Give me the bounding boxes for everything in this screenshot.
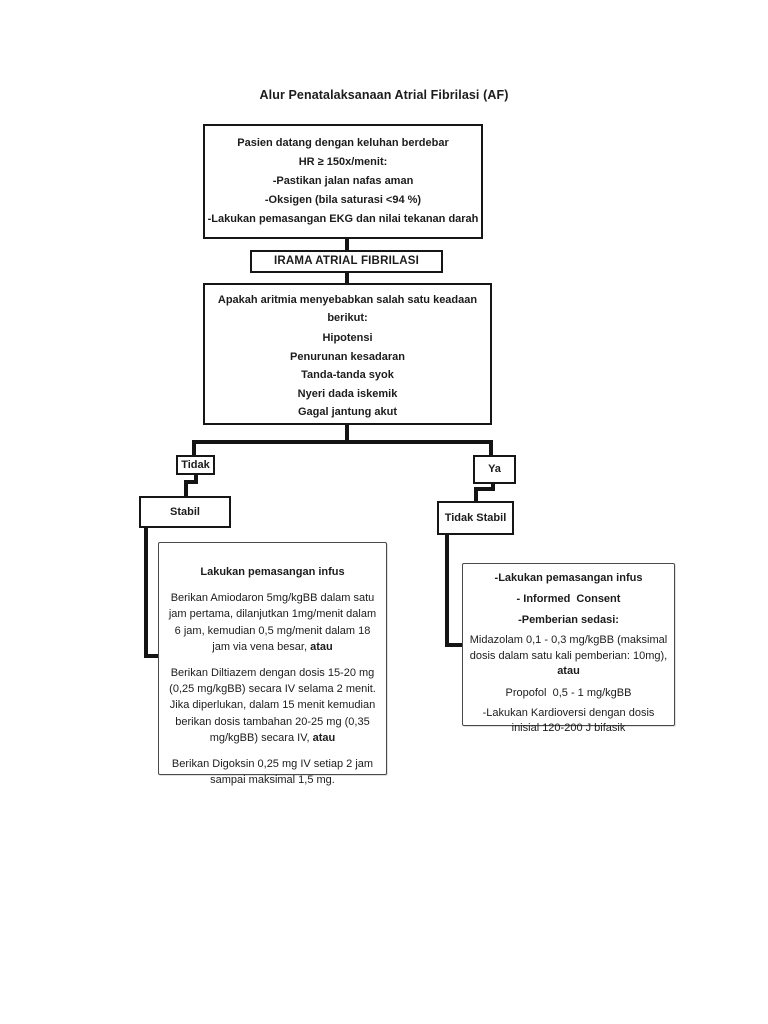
assessment-box: Apakah aritmia menyebabkan salah satu ke… [203, 283, 492, 425]
propofol-line: Propofol 0,5 - 1 mg/kgBB [505, 686, 632, 699]
amiodarone-paragraph: Berikan Amiodaron 5mg/kgBB dalam satu ja… [168, 592, 377, 654]
connector-no-to-stable [194, 474, 198, 484]
presentation-line: -Oksigen (bila saturasi <94 %) [264, 194, 422, 206]
stable-box: Stabil [139, 496, 231, 528]
unstable-box: Tidak Stabil [437, 501, 514, 535]
connector-branch-drop-yes [489, 440, 493, 456]
connector-branch-bar [192, 440, 493, 444]
presentation-line: -Pastikan jalan nafas aman [272, 175, 414, 187]
digoxin-paragraph: Berikan Digoksin 0,25 mg IV setiap 2 jam… [171, 757, 374, 787]
presentation-box: Pasien datang dengan keluhan berdebar HR… [203, 124, 483, 239]
connector-unstable-to-treatment [445, 535, 449, 647]
condition-item: Penurunan kesadaran [290, 350, 405, 363]
condition-item: Tanda-tanda syok [301, 369, 394, 382]
stable-treatment-box: Lakukan pemasangan infus Berikan Amiodar… [158, 542, 387, 786]
page-title: Alur Penatalaksanaan Atrial Fibrilasi (A… [259, 88, 509, 102]
connector-no-to-stable [184, 480, 198, 484]
connector-yes-to-unstable [474, 487, 478, 502]
unstable-step: -Pemberian sedasi: [518, 614, 619, 626]
diltiazem-paragraph: Berikan Diltiazem dengan dosis 15-20 mg … [169, 666, 376, 745]
unstable-treatment-box: -Lakukan pemasangan infus - Informed Con… [462, 563, 675, 734]
connector-stable-to-treatment [144, 527, 148, 658]
condition-item: Hipotensi [322, 332, 373, 344]
stable-treatment-heading: Lakukan pemasangan infus [200, 566, 345, 578]
cardioversion-paragraph: -Lakukan Kardioversi dengan dosis inisia… [482, 706, 655, 735]
connector-yes-to-unstable [474, 487, 495, 491]
presentation-line: -Lakukan pemasangan EKG dan nilai tekana… [207, 213, 479, 225]
presentation-line: Pasien datang dengan keluhan berdebar [237, 137, 449, 149]
rhythm-box: IRAMA ATRIAL FIBRILASI [250, 250, 443, 273]
connector-branch-drop-no [192, 440, 196, 456]
presentation-line: HR ≥ 150x/menit: [298, 156, 388, 168]
midazolam-paragraph: Midazolam 0,1 - 0,3 mg/kgBB (maksimal do… [469, 634, 668, 678]
connector-no-to-stable [184, 480, 188, 497]
connector-branch-stem [345, 424, 349, 443]
connector-rhythm-to-assessment [345, 272, 349, 284]
connector-stable-to-treatment [144, 654, 159, 658]
decision-no-box: Tidak [176, 455, 215, 475]
connector-unstable-to-treatment [445, 643, 463, 647]
decision-yes-box: Ya [473, 455, 516, 484]
condition-item: Nyeri dada iskemik [297, 387, 398, 400]
unstable-step: -Lakukan pemasangan infus [494, 572, 643, 584]
connector-presentation-to-rhythm [345, 239, 349, 251]
condition-item: Gagal jantung akut [297, 406, 397, 419]
unstable-step: - Informed Consent [516, 593, 621, 605]
assessment-question: Apakah aritmia menyebabkan salah satu ke… [217, 294, 478, 324]
